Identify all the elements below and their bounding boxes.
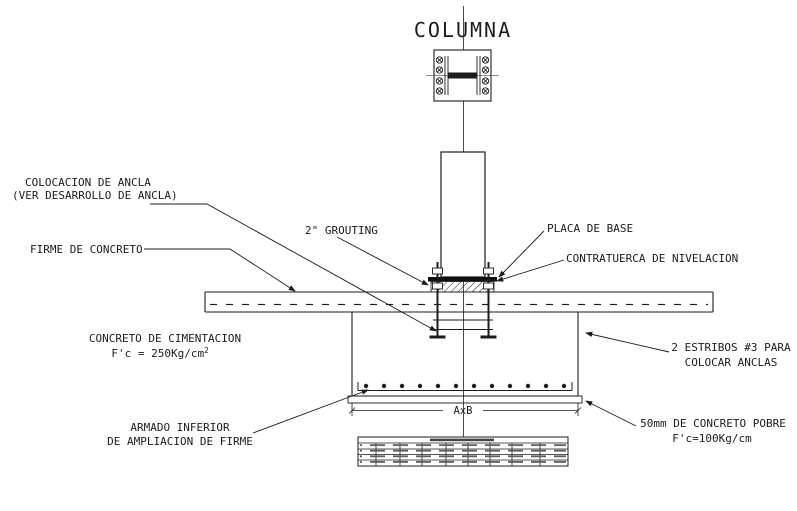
label-estribos-line1: 2 ESTRIBOS #3 PARA [671, 341, 791, 354]
plate-schedule-table [357, 436, 569, 467]
table-microtext [360, 444, 566, 465]
lean-concrete-layer [347, 395, 583, 404]
label-contratuerca: CONTRATUERCA DE NIVELACION [566, 252, 738, 265]
column-web-plan [448, 72, 477, 79]
rebar-dots [363, 383, 567, 389]
leader-colocacion [150, 203, 437, 332]
label-estribos-line2: COLOCAR ANCLAS [685, 356, 778, 369]
label-colocacion-line2: (VER DESARROLLO DE ANCLA) [12, 189, 178, 202]
label-pobre-line1: 50mm DE CONCRETO POBRE [640, 417, 786, 430]
anchor-nut [432, 267, 443, 275]
drawing-title: COLUMNA [414, 18, 512, 42]
leader-armado [252, 389, 369, 434]
slab-mesh-reinforcement [210, 298, 708, 306]
label-firme: FIRME DE CONCRETO [30, 243, 143, 256]
leveling-locknut [432, 282, 443, 290]
label-placa-base: PLACA DE BASE [547, 222, 633, 235]
table-title-microtext [430, 438, 494, 442]
anchor-nut [483, 267, 494, 275]
superscript-2: 2 [204, 346, 209, 355]
leader-placa-base [498, 230, 545, 278]
column-base-plan-view [426, 49, 499, 102]
label-cimentacion-line1: CONCRETO DE CIMENTACION [89, 332, 241, 345]
label-armado-line2: DE AMPLIACION DE FIRME [107, 435, 253, 448]
steel-column-elevation [440, 151, 486, 278]
label-pobre-line2: F'c=100Kg/cm [672, 432, 752, 445]
dimension-axb: AxB [454, 405, 473, 417]
leader-pobre [585, 400, 637, 427]
label-armado-line1: ARMADO INFERIOR [130, 421, 230, 434]
leader-grouting [336, 236, 429, 286]
leader-contratuerca [496, 259, 565, 282]
leveling-locknut [483, 282, 494, 290]
base-plate-section [428, 277, 497, 282]
leader-firme [144, 248, 296, 292]
leader-estribos [585, 331, 670, 353]
concrete-slab [204, 291, 714, 313]
label-grouting: 2" GROUTING [305, 224, 378, 237]
leader-lines [144, 203, 670, 434]
footing-dimension [348, 403, 582, 416]
label-cimentacion-line2: F'c = 250Kg/cm2 [111, 346, 208, 360]
foundation-block [347, 312, 583, 404]
label-colocacion-line1: COLOCACION DE ANCLA [25, 176, 151, 189]
column-base-section-view [204, 151, 714, 416]
